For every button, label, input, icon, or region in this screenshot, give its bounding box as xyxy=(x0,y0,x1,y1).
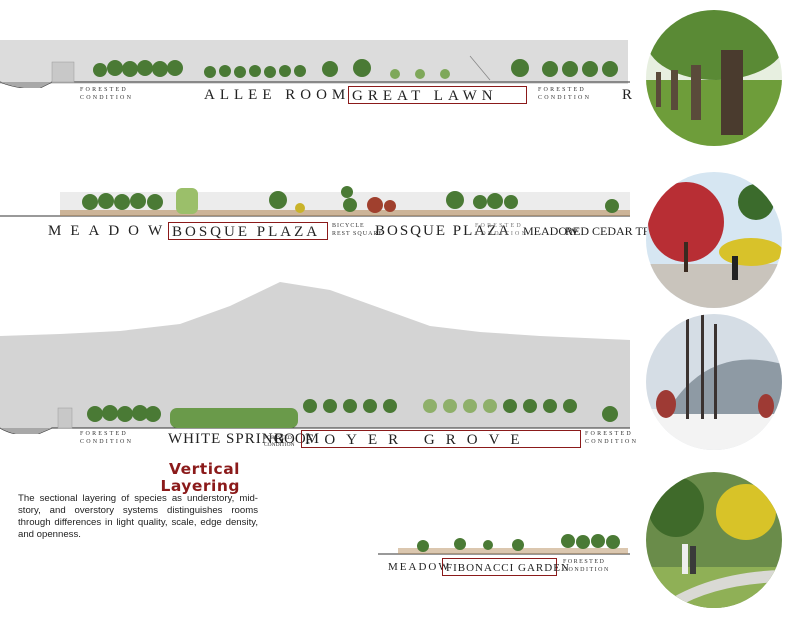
room-label: ROOM xyxy=(274,431,320,447)
fibonacci-garden-label: FIBONACCI GARDEN xyxy=(442,558,569,576)
white-spring-label: WHITE SPRING xyxy=(168,431,286,447)
room-label-tail: R xyxy=(622,87,633,103)
bosque-plaza-label-2: BOSQUE PLAZA xyxy=(375,223,512,239)
allee-room-label: ALLEE ROOM xyxy=(204,87,351,103)
great-lawn-label: GREAT LAWN xyxy=(348,86,527,104)
meadow-label: MEADOW xyxy=(48,223,172,239)
bosque-plaza-label-1: BOSQUE PLAZA xyxy=(168,222,328,240)
section-1-elevation xyxy=(0,40,630,88)
section-4-elevation xyxy=(378,534,630,555)
red-cedar-trail-label: RED CEDAR TRAIL xyxy=(565,224,671,238)
photo-allee-trees xyxy=(646,10,782,146)
photo-foyer-grove-winter xyxy=(646,314,782,450)
section-2-elevation xyxy=(0,186,630,217)
photo-bosque-plaza xyxy=(646,172,782,308)
meadow-label-2: MEADOW xyxy=(523,224,579,238)
meadow-label: MEADOW xyxy=(388,561,451,573)
caption-title: Vertical Layering xyxy=(160,460,240,495)
caption-body: The sectional layering of species as und… xyxy=(18,493,258,540)
photo-fibonacci-garden xyxy=(646,472,782,608)
foyer-grove-label: FOYER GROVE xyxy=(301,430,581,448)
section-3-elevation xyxy=(0,282,630,434)
